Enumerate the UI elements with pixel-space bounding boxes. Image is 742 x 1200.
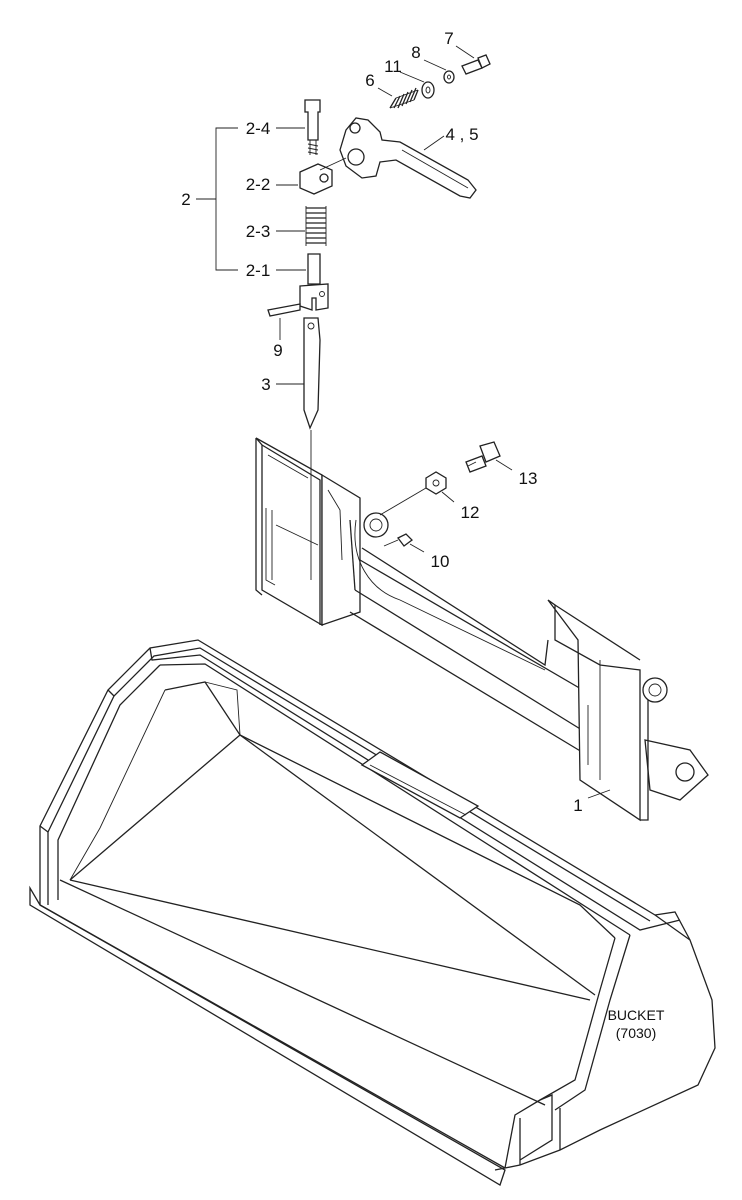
callout-2-4: 2-4 (246, 119, 271, 138)
callout-2-3: 2-3 (246, 222, 271, 241)
callout-2: 2 (181, 190, 190, 209)
callout-4-5: 4 , 5 (445, 125, 478, 144)
callout-2-1: 2-1 (246, 261, 271, 280)
bucket: BUCKET (7030) (29, 639, 716, 1186)
hardware (377, 45, 611, 799)
bucket-label-name: BUCKET (608, 1007, 665, 1023)
callout-9: 9 (273, 341, 282, 360)
callout-6: 6 (365, 71, 374, 90)
callout-13: 13 (519, 469, 538, 488)
callout-1: 1 (573, 796, 582, 815)
callout-11: 11 (384, 57, 402, 76)
lever-rod (303, 317, 321, 580)
pin-assembly (196, 99, 333, 385)
bucket-label-code: (7030) (616, 1025, 656, 1041)
callout-8: 8 (411, 43, 420, 62)
callout-3: 3 (261, 375, 270, 394)
callout-2-2: 2-2 (246, 175, 271, 194)
coupler-frame (255, 437, 709, 822)
callout-12: 12 (461, 503, 480, 522)
callout-10: 10 (431, 552, 450, 571)
bucket-label: BUCKET (7030) (608, 1007, 665, 1041)
handle-lever (319, 117, 477, 199)
callouts: 2-4 2-2 2 2-3 2-1 9 3 6 11 8 7 4 , 5 13 … (181, 29, 582, 815)
callout-7: 7 (444, 29, 453, 48)
